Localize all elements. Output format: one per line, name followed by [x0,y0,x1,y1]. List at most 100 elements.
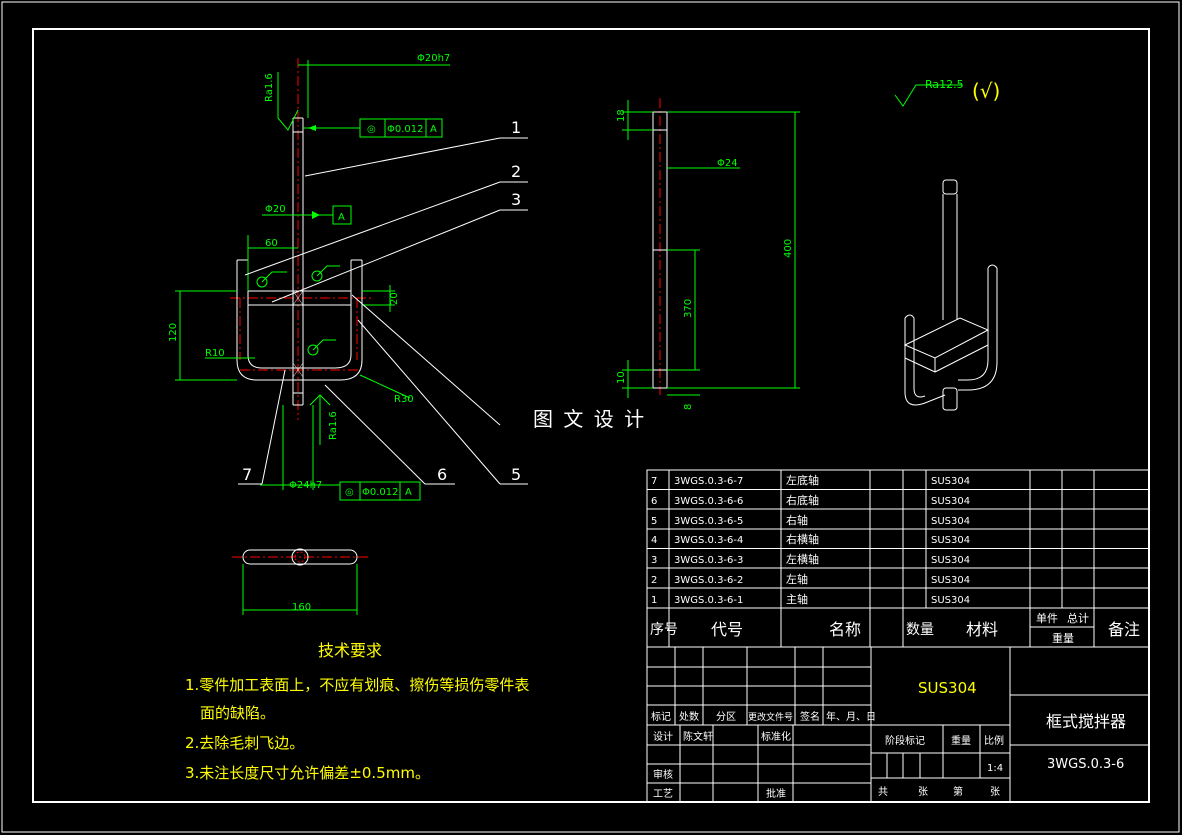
bom-name-5: 右轴 [786,513,808,527]
tb-part-name: 框式搅拌器 [1046,712,1126,731]
bom-h-no: 序号 [650,622,678,638]
tech-item-1b: 面的缺陷。 [200,704,275,722]
tb-page: 第 [953,785,963,798]
bom-h-material: 材料 [966,620,998,639]
tb-sign: 签名 [800,710,820,723]
bom-name-7: 左底轴 [786,473,819,487]
bom-code-4: 3WGS.0.3-6-4 [674,535,743,546]
bom-mat-3: SUS304 [931,555,970,566]
tb-sheet: 张 [990,786,1000,798]
dim-shaft-bottom: Φ24h7 [289,480,322,491]
balloon-3: 3 [511,190,521,209]
datum-a: A [338,212,345,223]
tb-date: 年、月、日 [826,710,876,723]
tech-title: 技术要求 [318,641,382,660]
bom-no-3: 3 [651,555,657,566]
tb-scale-value: 1:4 [987,763,1003,774]
bom-mat-6: SUS304 [931,496,970,507]
bom-mat-2: SUS304 [931,575,970,586]
tb-zone: 分区 [716,711,736,723]
bom-h-code: 代号 [711,620,743,639]
bom-no-6: 6 [651,496,657,507]
roughness-mark: (√) [972,79,1000,103]
tb-total: 共 [878,786,888,798]
bom-h-weight: 重量 [1052,631,1074,645]
balloon-1: 1 [511,118,521,137]
front-view [175,58,528,501]
dim-r10: R10 [205,348,225,359]
bom-no-5: 5 [651,516,657,527]
balloon-5: 5 [511,465,521,484]
bom-code-5: 3WGS.0.3-6-5 [674,516,743,527]
tol-top: Φ0.012 [387,124,424,135]
dim-18: 18 [616,109,627,122]
bom-mat-5: SUS304 [931,516,970,527]
dim-r30: R30 [394,394,414,405]
dim-bottom-circle: ◎ [345,487,354,498]
tb-designer: 陈文轩 [683,730,713,743]
dim-20: 20 [389,292,400,305]
tech-item-2: 2.去除毛刺飞边。 [185,734,304,752]
tb-approve: 批准 [766,787,786,800]
bom-name-4: 右横轴 [786,532,819,546]
tech-item-1: 1.零件加工表面上，不应有划痕、擦伤等损伤零件表 [185,676,529,694]
top-view [232,548,370,615]
tb-process: 工艺 [653,788,673,800]
bom-h-remark: 备注 [1108,620,1140,639]
tol-bottom: Φ0.012 [362,487,399,498]
tb-change-doc: 更改文件号 [748,711,793,723]
watermark-bg [525,400,660,435]
tol-bottom-ref: A [405,487,412,498]
bom-code-3: 3WGS.0.3-6-3 [674,555,743,566]
bom-mat-1: SUS304 [931,595,970,606]
bom-h-single: 单件 [1036,612,1058,625]
bom-code-2: 3WGS.0.3-6-2 [674,575,743,586]
bom-mat-4: SUS304 [931,535,970,546]
dim-ra-top-circle: ◎ [367,124,376,135]
tb-scale: 比例 [984,734,1004,747]
bom-no-4: 4 [651,535,657,546]
dim-400: 400 [783,239,794,258]
dim-phi24: Φ24 [717,158,738,169]
bom-code-6: 3WGS.0.3-6-6 [674,496,743,507]
bom-h-name: 名称 [829,620,861,639]
bom-h-total: 总计 [1067,611,1089,625]
bom-table [646,469,1150,648]
bom-name-3: 左横轴 [786,552,819,566]
tb-stage: 阶段标记 [885,734,925,747]
tb-sheets: 张 [918,786,928,798]
balloon-6: 6 [437,465,447,484]
bom-no-2: 2 [651,575,657,586]
dim-ra-bottom: Ra1.6 [328,411,339,440]
title-block [646,646,1150,803]
bom-no-7: 7 [651,476,657,487]
dim-phi20: Φ20 [265,204,286,215]
tech-item-3: 3.未注长度尺寸允许偏差±0.5mm。 [185,764,430,782]
dim-60: 60 [265,238,278,249]
drawing-frame [32,28,1150,803]
dim-ra-top: Ra1.6 [264,73,275,102]
tol-top-ref: A [430,124,437,135]
bom-mat-7: SUS304 [931,476,970,487]
dim-10: 10 [616,371,627,384]
bom-code-1: 3WGS.0.3-6-1 [674,595,743,606]
bom-name-2: 左轴 [786,572,808,586]
dim-8: 8 [683,404,694,410]
tb-material: SUS304 [918,679,977,697]
tb-count: 处数 [679,710,699,723]
balloon-7: 7 [242,465,252,484]
tb-drawing-no: 3WGS.0.3-6 [1047,757,1124,772]
roughness-symbol [894,84,962,107]
tb-mark: 标记 [651,711,671,723]
dim-shaft-top: Φ20h7 [417,53,450,64]
watermark: 图 文 设 计 [533,407,646,431]
bom-name-1: 主轴 [786,592,808,606]
dim-160: 160 [292,602,311,613]
bom-h-qty: 数量 [906,622,934,638]
dim-120: 120 [168,323,179,342]
tb-design: 设计 [653,730,673,743]
balloon-2: 2 [511,162,521,181]
bom-code-7: 3WGS.0.3-6-7 [674,476,743,487]
tb-weight: 重量 [951,734,971,747]
